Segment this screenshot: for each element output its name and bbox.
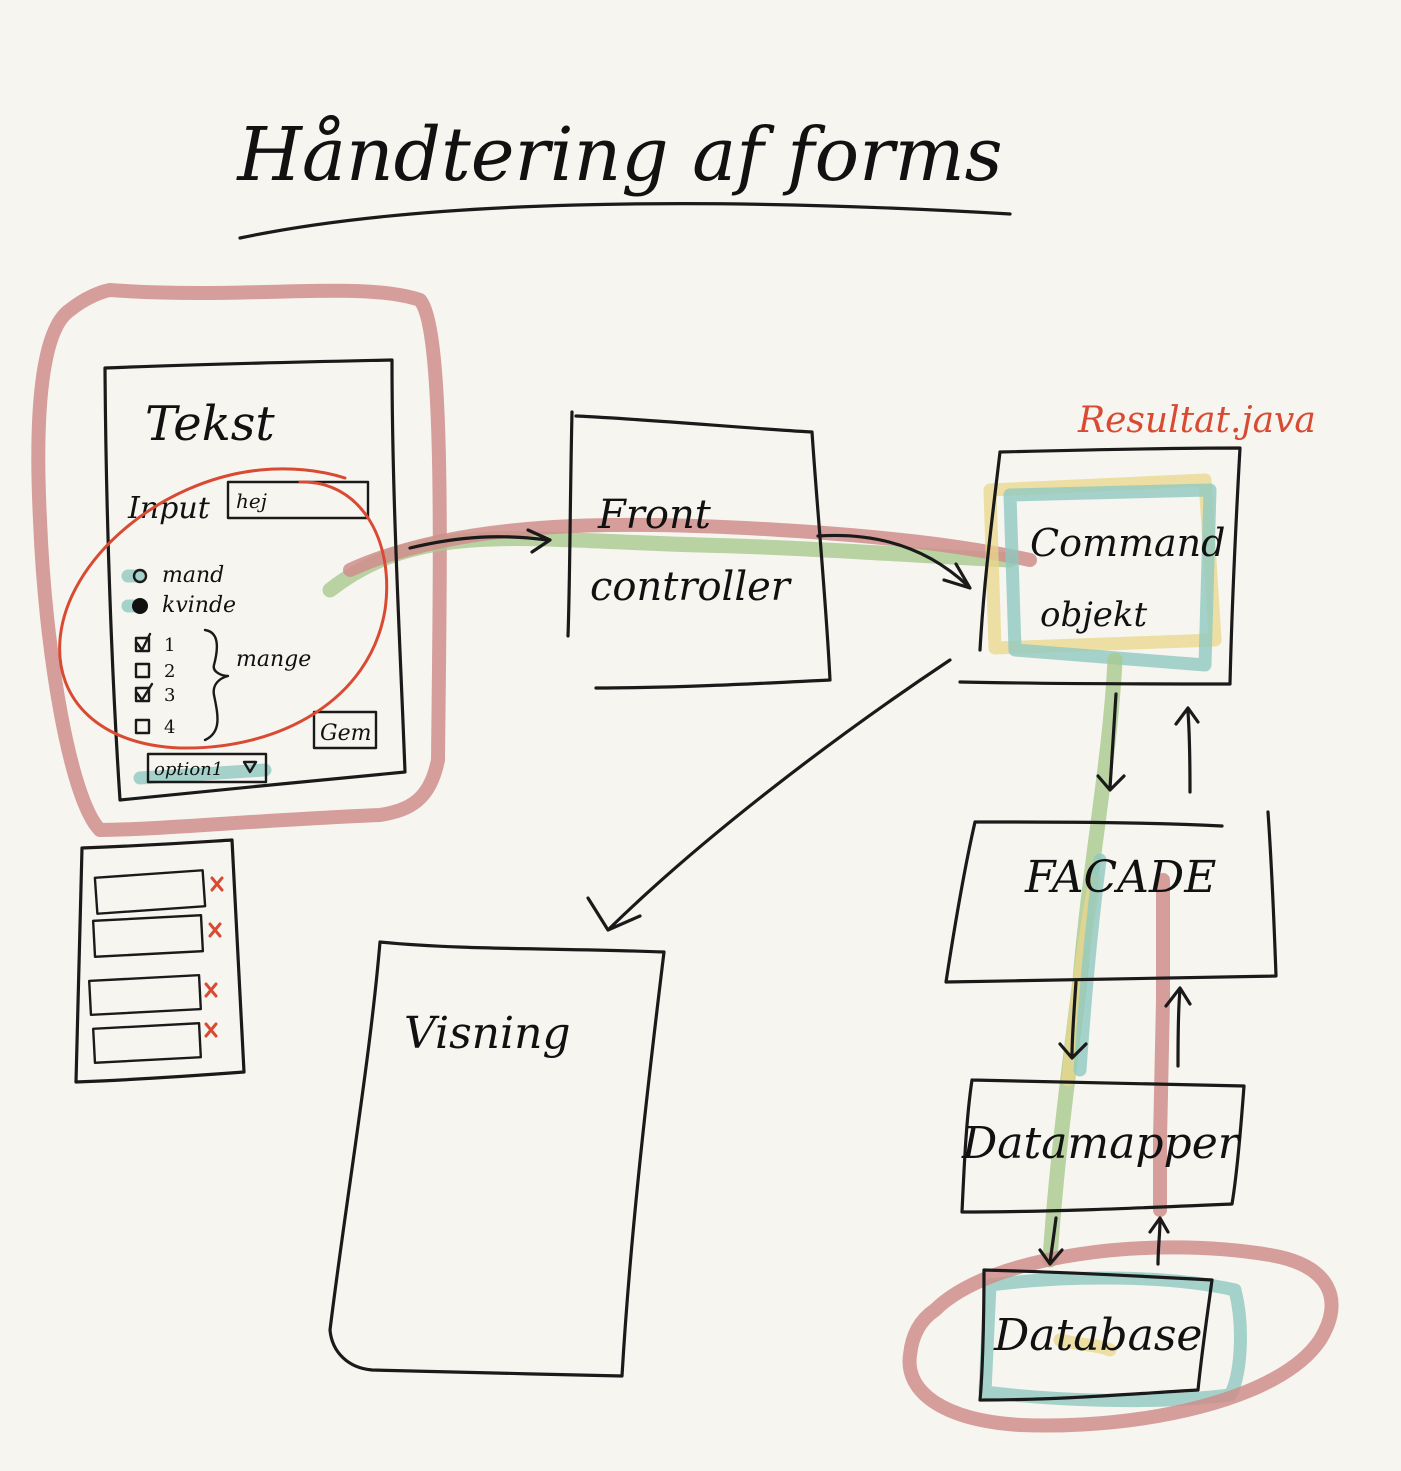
radio-mand[interactable] xyxy=(132,568,148,584)
form-highlight-frame xyxy=(31,283,447,837)
facade-label: FACADE xyxy=(1024,852,1216,903)
command-highlight-teal xyxy=(1003,483,1217,672)
title-underline xyxy=(238,202,1012,240)
database-label: Database xyxy=(993,1310,1202,1361)
checkbox-2[interactable] xyxy=(134,662,151,679)
return-highlight-pink xyxy=(1153,873,1170,1217)
form-submit-label: Gem xyxy=(320,721,371,746)
error-field-3[interactable] xyxy=(87,973,203,1017)
error-icon-4 xyxy=(204,1022,218,1038)
form-submit-button[interactable] xyxy=(312,710,378,750)
checkbox-4-label: 4 xyxy=(164,717,175,738)
command-note: Resultat.java xyxy=(1077,400,1316,441)
page-title: Håndtering af forms xyxy=(235,112,1002,198)
error-icon-1 xyxy=(210,876,224,892)
visning-box: Visning xyxy=(328,940,666,1378)
command-box: Resultat.java Command objekt xyxy=(958,400,1316,686)
database-highlight-yellow xyxy=(1053,1333,1117,1357)
arrow-front-to-command xyxy=(816,533,972,590)
error-icon-2 xyxy=(208,922,222,938)
front-controller-box: Front controller xyxy=(566,410,832,690)
arrows xyxy=(408,528,1200,1266)
datamapper-box: Datamapper xyxy=(960,1078,1246,1214)
visning-frame xyxy=(328,940,666,1378)
radio-kvinde[interactable] xyxy=(132,598,148,614)
database-box: Database xyxy=(978,1268,1214,1402)
form-red-ellipse xyxy=(58,467,389,750)
checkbox-1-check xyxy=(135,632,152,652)
form-mockup: Tekst Input hej mand kvinde 1 2 3 4 mang… xyxy=(58,358,407,802)
command-frame xyxy=(958,446,1242,686)
front-controller-label-2: controller xyxy=(590,564,793,610)
error-field-4[interactable] xyxy=(91,1022,203,1064)
radio-kvinde-label: kvinde xyxy=(162,593,236,618)
error-field-2[interactable] xyxy=(91,913,205,959)
facade-box: FACADE xyxy=(944,810,1278,984)
arrow-form-to-front xyxy=(408,528,552,554)
database-highlight-teal xyxy=(978,1271,1247,1408)
chevron-down-icon xyxy=(242,760,258,774)
command-highlight-yellow xyxy=(983,473,1222,655)
arrow-command-to-facade xyxy=(1096,692,1126,792)
front-controller-frame xyxy=(566,410,832,690)
checkbox-3-label: 3 xyxy=(164,685,175,706)
checkbox-group-label: mange xyxy=(236,647,311,672)
checkbox-group-brace xyxy=(203,628,230,742)
form-select[interactable] xyxy=(146,752,268,784)
vertical-highlight-teal xyxy=(1073,853,1107,1077)
error-icon-3 xyxy=(204,982,218,998)
command-label-1: Command xyxy=(1030,521,1225,565)
datamapper-frame xyxy=(960,1078,1246,1214)
command-label-2: objekt xyxy=(1040,595,1148,635)
checkbox-1-label: 1 xyxy=(164,635,175,656)
error-form-mockup xyxy=(74,838,246,1084)
facade-frame xyxy=(944,810,1278,984)
form-mockup-frame xyxy=(103,358,407,802)
arrow-datamapper-to-database xyxy=(1038,1216,1064,1266)
arrow-datamapper-to-facade xyxy=(1164,986,1192,1068)
arrow-command-to-visning xyxy=(586,658,952,932)
form-input-field[interactable] xyxy=(226,480,370,520)
arrow-facade-to-datamapper xyxy=(1058,980,1088,1060)
title-group: Håndtering af forms xyxy=(235,112,1012,240)
error-form-frame xyxy=(74,838,246,1084)
error-field-1[interactable] xyxy=(93,869,207,915)
checkbox-3-check xyxy=(135,682,154,702)
checkbox-4[interactable] xyxy=(134,718,151,735)
radio-mand-label: mand xyxy=(162,563,224,588)
arrow-database-to-datamapper xyxy=(1148,1216,1170,1266)
form-heading: Tekst xyxy=(145,396,275,452)
select-highlight xyxy=(133,763,272,785)
form-select-value: option1 xyxy=(154,759,223,780)
database-frame xyxy=(978,1268,1214,1402)
form-input-value: hej xyxy=(236,489,267,513)
front-controller-label-1: Front xyxy=(597,492,712,538)
visning-label: Visning xyxy=(404,1008,571,1059)
database-highlight-ellipse xyxy=(902,1240,1339,1433)
checkbox-2-label: 2 xyxy=(164,661,175,682)
form-input-label: Input xyxy=(127,491,211,526)
arrow-facade-to-command xyxy=(1174,706,1200,794)
datamapper-label: Datamapper xyxy=(961,1118,1242,1169)
